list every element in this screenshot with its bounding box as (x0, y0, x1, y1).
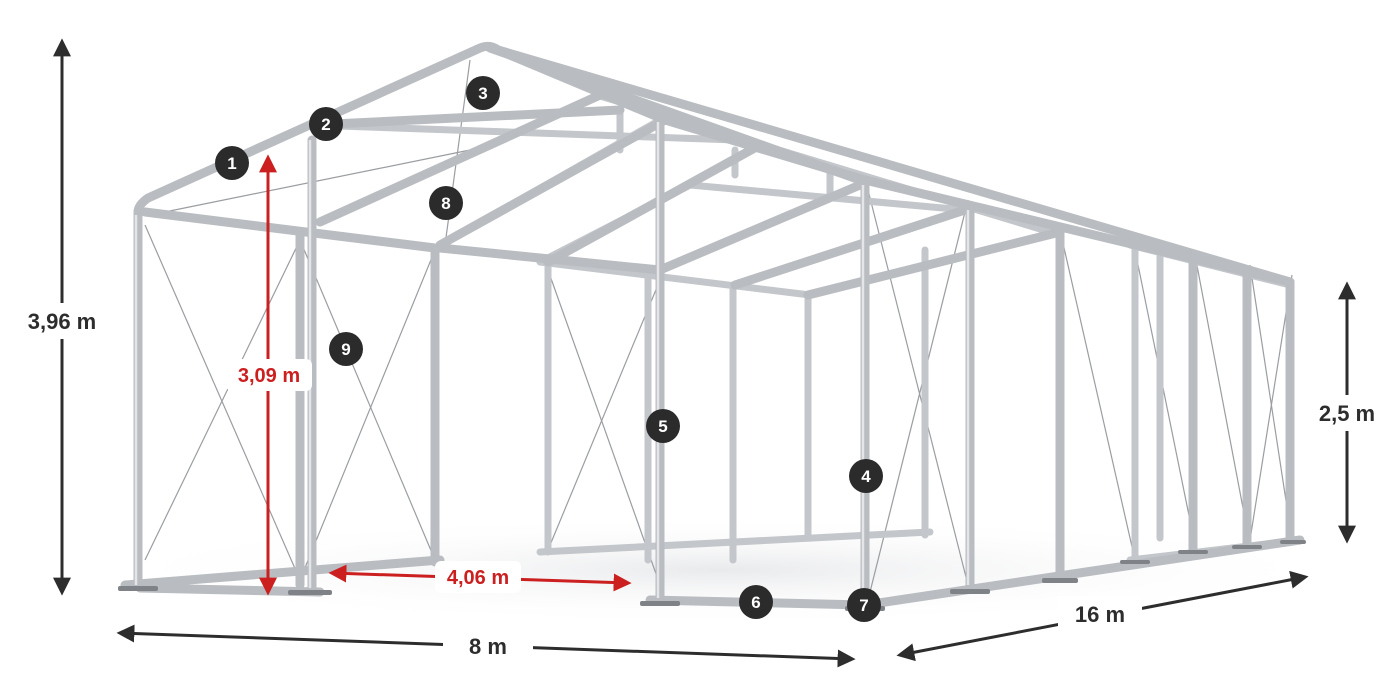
gate-width-dimension: 4,06 m (328, 561, 632, 593)
gate-width-label: 4,06 m (447, 567, 509, 589)
badge-9-label: 9 (341, 340, 350, 359)
badge-2-label: 2 (321, 115, 330, 134)
badge-1-label: 1 (227, 154, 236, 173)
gate-height-label: 3,09 m (238, 365, 300, 387)
length-dimension: 16 m (896, 570, 1309, 662)
width-dimension: 8 m (116, 624, 856, 668)
length-label: 16 m (1075, 602, 1125, 627)
badge-6: 6 (739, 585, 773, 619)
badge-7: 7 (847, 588, 881, 622)
badge-4-label: 4 (861, 467, 871, 486)
badge-1: 1 (215, 146, 249, 180)
badge-5: 5 (646, 409, 680, 443)
side-height-dimension: 2,5 m (1310, 281, 1386, 544)
width-label: 8 m (469, 634, 507, 659)
badge-3-label: 3 (478, 84, 487, 103)
badge-8: 8 (429, 186, 463, 220)
badge-5-label: 5 (658, 417, 667, 436)
badge-3: 3 (466, 76, 500, 110)
badge-9: 9 (329, 332, 363, 366)
badge-6-label: 6 (751, 593, 760, 612)
badge-2: 2 (309, 107, 343, 141)
side-height-label: 2,5 m (1319, 401, 1375, 426)
cross-braces (144, 59, 1293, 601)
total-height-dimension: 3,96 m (18, 38, 110, 596)
total-height-label: 3,96 m (28, 309, 97, 334)
gate-height-dimension: 3,09 m (226, 154, 312, 596)
badge-4: 4 (849, 459, 883, 493)
badge-7-label: 7 (859, 596, 868, 615)
badge-8-label: 8 (441, 194, 450, 213)
